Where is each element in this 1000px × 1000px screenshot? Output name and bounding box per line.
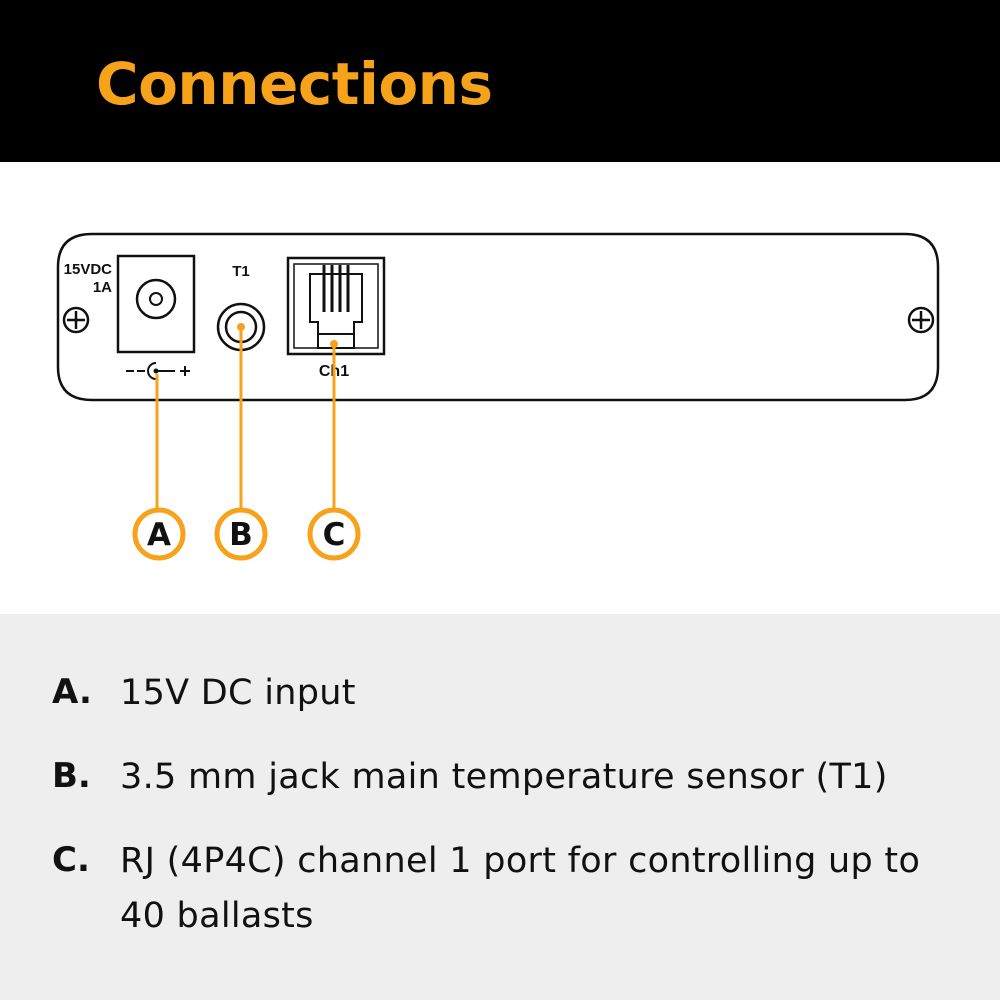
right-screw-icon bbox=[907, 306, 935, 334]
connection-legend: A. 15V DC input B. 3.5 mm jack main temp… bbox=[0, 614, 1000, 1000]
svg-text:B: B bbox=[229, 517, 253, 553]
rj-port-icon bbox=[286, 256, 386, 356]
page-title: Connections bbox=[96, 50, 493, 118]
power-rating-label: 15VDC bbox=[64, 261, 113, 278]
panel-outline bbox=[56, 232, 940, 402]
jack-label: T1 bbox=[232, 263, 250, 280]
connection-diagram: 15VDC 1A T1 bbox=[0, 162, 1000, 614]
callout-c: C bbox=[307, 507, 361, 561]
legend-text: 15V DC input bbox=[120, 673, 356, 713]
legend-text: RJ (4P4C) channel 1 port for controlling… bbox=[120, 841, 921, 936]
legend-letter: B. bbox=[52, 756, 91, 796]
callout-b: B bbox=[214, 507, 268, 561]
left-screw-icon bbox=[62, 306, 90, 334]
svg-text:C: C bbox=[323, 517, 346, 553]
power-current-label: 1A bbox=[93, 279, 112, 296]
svg-text:A: A bbox=[147, 517, 171, 553]
polarity-symbol-icon bbox=[126, 362, 190, 380]
legend-text: 3.5 mm jack main temperature sensor (T1) bbox=[120, 757, 888, 797]
callout-c-anchor bbox=[330, 340, 338, 348]
legend-letter: A. bbox=[52, 672, 92, 712]
callout-b-anchor bbox=[237, 323, 245, 331]
header-bar: Connections bbox=[0, 0, 1000, 162]
panel-diagram-svg: 15VDC 1A T1 bbox=[56, 232, 940, 561]
dc-power-connector-icon bbox=[116, 254, 196, 354]
callout-a: A bbox=[132, 507, 186, 561]
legend-letter: C. bbox=[52, 840, 90, 880]
